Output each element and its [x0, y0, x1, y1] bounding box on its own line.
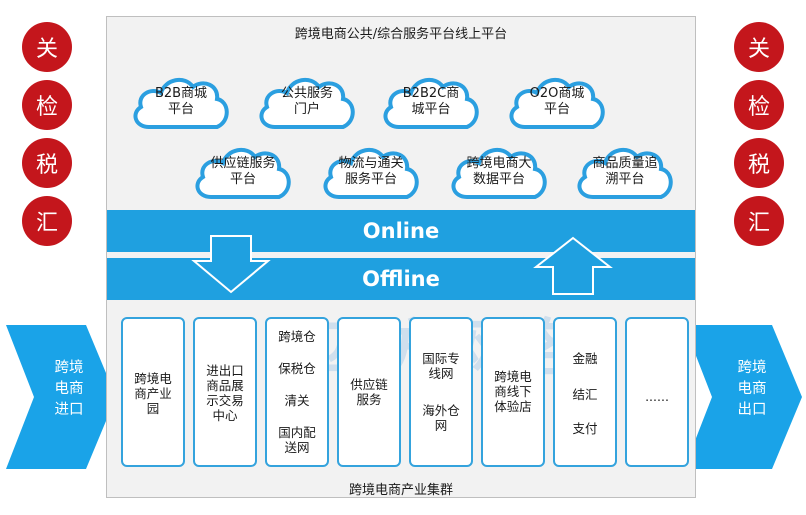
cloud-big-data-platform: 跨境电商大 数据平台 — [447, 139, 551, 205]
box-item: ...... — [645, 389, 669, 404]
cluster-title: 跨境电商产业集群 — [348, 483, 453, 498]
import-label: 跨境 电商 进口 — [54, 360, 84, 418]
seal-tax: 税 — [734, 138, 784, 188]
seal-tax: 税 — [22, 138, 72, 188]
box-finance: 金融 结汇 支付 — [553, 317, 617, 467]
online-platform-title: 跨境电商公共/综合服务平台线上平台 — [294, 27, 508, 42]
down-arrow — [191, 235, 271, 294]
cloud-o2o-mall: O2O商城 平台 — [505, 69, 609, 135]
online-band: Online — [107, 210, 695, 252]
box-item: 海外仓 网 — [422, 403, 460, 433]
cloud-b2b2c-mall: B2B2C商 城平台 — [379, 69, 483, 135]
cloud-label: O2O商城 平台 — [529, 86, 585, 117]
box-supply-chain-service: 供应链 服务 — [337, 317, 401, 467]
cloud-b2b-mall: B2B商城 平台 — [129, 69, 233, 135]
cloud-label: 公共服务 门户 — [280, 86, 333, 117]
seal-exchange: 汇 — [734, 196, 784, 246]
box-item: 国内配 送网 — [278, 425, 316, 455]
import-chevron — [6, 325, 116, 469]
up-arrow — [533, 236, 613, 295]
main-panel: 跨境电商公共/综合服务平台线上平台 B2B商城 平台 公共服务 门户 B2B2C… — [106, 16, 696, 498]
export-label: 跨境 电商 出口 — [737, 360, 767, 418]
seal-inspection: 检 — [22, 80, 72, 130]
seal-customs: 关 — [22, 22, 72, 72]
box-offline-store: 跨境电 商线下 体验店 — [481, 317, 545, 467]
export-chevron — [684, 325, 802, 469]
box-item: 清关 — [284, 393, 310, 408]
cloud-label: 跨境电商大 数据平台 — [466, 156, 532, 187]
box-item: 金融 — [572, 351, 598, 366]
box-item: 进出口 商品展 示交易 中心 — [206, 363, 244, 423]
box-item: 保税仓 — [278, 361, 316, 376]
cloud-label: 物流与通关 服务平台 — [338, 156, 404, 187]
box-industrial-park: 跨境电 商产业 园 — [121, 317, 185, 467]
left-seal-column: 关 检 税 汇 — [22, 22, 72, 254]
cloud-public-service-portal: 公共服务 门户 — [255, 69, 359, 135]
right-seal-column: 关 检 税 汇 — [734, 22, 784, 254]
box-item: 供应链 服务 — [350, 377, 388, 407]
cloud-logistics-customs-platform: 物流与通关 服务平台 — [319, 139, 423, 205]
cloud-label: B2B2C商 城平台 — [402, 86, 460, 117]
box-item: 支付 — [572, 421, 598, 436]
box-logistics-network: 国际专 线网 海外仓 网 — [409, 317, 473, 467]
cloud-label: 供应链服务 平台 — [210, 156, 276, 187]
seal-exchange: 汇 — [22, 196, 72, 246]
box-item: 国际专 线网 — [422, 351, 460, 381]
box-exhibition-center: 进出口 商品展 示交易 中心 — [193, 317, 257, 467]
cloud-supply-chain-platform: 供应链服务 平台 — [191, 139, 295, 205]
cloud-label: B2B商城 平台 — [154, 86, 208, 117]
box-item: 结汇 — [572, 387, 598, 402]
box-item: 跨境电 商产业 园 — [134, 371, 172, 416]
box-more: ...... — [625, 317, 689, 467]
cloud-quality-trace-platform: 商品质量追 溯平台 — [573, 139, 677, 205]
box-item: 跨境电 商线下 体验店 — [494, 369, 532, 414]
seal-inspection: 检 — [734, 80, 784, 130]
cloud-label: 商品质量追 溯平台 — [592, 156, 658, 187]
box-item: 跨境仓 — [278, 329, 316, 344]
box-warehouse-customs: 跨境仓 保税仓 清关 国内配 送网 — [265, 317, 329, 467]
seal-customs: 关 — [734, 22, 784, 72]
